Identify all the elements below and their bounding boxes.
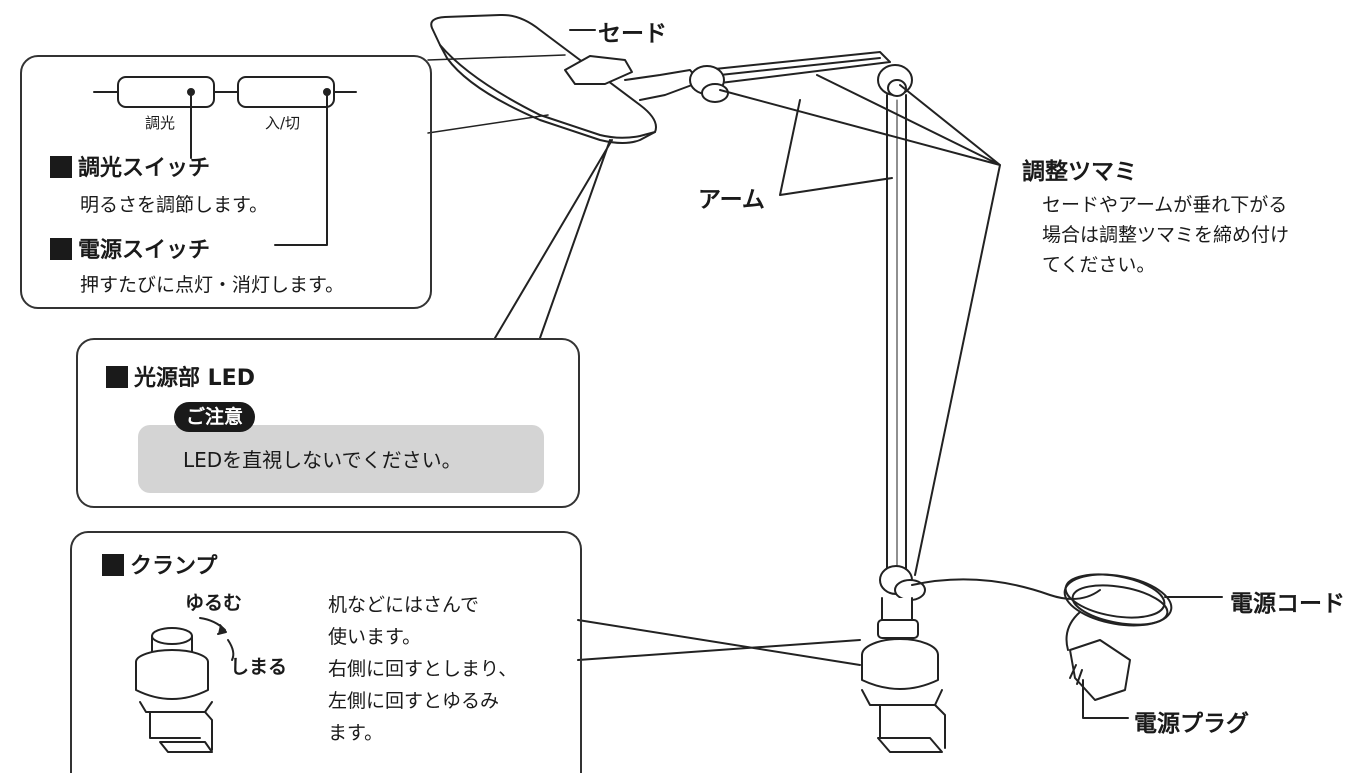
square-bullet-icon: [50, 156, 72, 178]
power-switch-title: 電源スイッチ: [50, 232, 210, 264]
dimmer-switch-title: 調光スイッチ: [50, 150, 210, 182]
clamp-desc-3: 右側に回すとしまり、: [328, 658, 518, 680]
button-dimmer-label: 調光: [145, 114, 176, 132]
led-callout: 光源部 LED ご注意 LEDを直視しないでください。: [76, 338, 580, 508]
square-bullet-icon: [106, 366, 128, 388]
pole: [886, 94, 907, 571]
switch-callout: [20, 55, 432, 309]
adjust-knob-title: 調整ツマミ: [1022, 159, 1137, 185]
led-title: 光源部 LED: [106, 360, 255, 392]
plug: [1069, 639, 1131, 701]
adjust-knob-desc-3: てください。: [1042, 254, 1156, 276]
clamp-desc-5: ます。: [328, 722, 384, 744]
adjust-knob-desc-2: 場合は調整ツマミを締め付け: [1042, 224, 1290, 246]
clamp-desc-4: 左側に回すとゆるみ: [328, 690, 500, 712]
button-power: [237, 76, 335, 108]
square-bullet-icon: [102, 554, 124, 576]
clamp-desc-2: 使います。: [328, 626, 422, 648]
tighten-label: しまる: [230, 656, 288, 678]
square-bullet-icon: [50, 238, 72, 260]
button-power-label: 入/切: [265, 114, 301, 132]
caution-text: LEDを直視しないでください。: [183, 448, 462, 472]
shade-body: [430, 13, 657, 139]
arm-label: アーム: [698, 187, 765, 213]
clamp-desc-1: 机などにはさんで: [328, 594, 480, 616]
caution-box: [138, 425, 544, 493]
loosen-label: ゆるむ: [185, 592, 243, 614]
shade-label: セード: [598, 21, 667, 47]
top-arm: [704, 51, 891, 85]
caution-badge: ご注意: [174, 402, 256, 432]
power-switch-desc: 押すたびに点灯・消灯します。: [80, 274, 345, 296]
adjust-knob-desc-1: セードやアームが垂れ下がる: [1042, 194, 1288, 216]
power-plug-label: 電源プラグ: [1134, 711, 1249, 737]
power-cord-label: 電源コード: [1230, 591, 1345, 617]
clamp-title: クランプ: [102, 548, 217, 580]
dimmer-switch-desc: 明るさを調節します。: [80, 194, 269, 216]
clamp-callout: [70, 531, 582, 773]
